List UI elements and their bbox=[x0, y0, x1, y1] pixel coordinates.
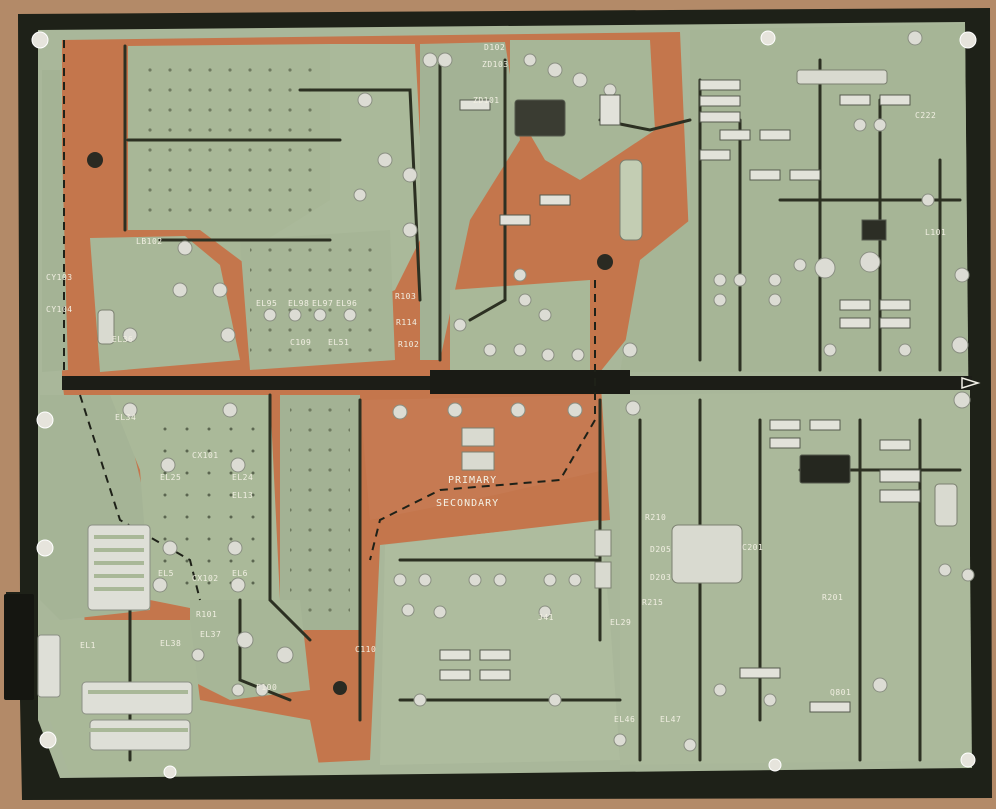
silkscreen-refdes: D102 ZD103 ZD101 LB102 CY103 CY104 EL36 … bbox=[46, 43, 946, 724]
heatsink-pads bbox=[97, 69, 958, 589]
connector-comb bbox=[88, 535, 188, 732]
refdes-label: EL98 bbox=[288, 299, 309, 308]
refdes-label: EL47 bbox=[660, 715, 681, 724]
refdes-label: EL97 bbox=[312, 299, 333, 308]
copper-pour bbox=[190, 600, 310, 700]
refdes-label: ZD101 bbox=[473, 96, 500, 105]
refdes-label: EL25 bbox=[160, 473, 181, 482]
refdes-label: EL6 bbox=[232, 569, 248, 578]
refdes-label: Q801 bbox=[830, 688, 851, 697]
refdes-label: CX101 bbox=[192, 451, 219, 460]
copper-pour-texture bbox=[290, 405, 350, 625]
copper-pour bbox=[380, 520, 620, 765]
silkscreen-primary-label: PRIMARY bbox=[448, 475, 497, 486]
copper-pour-texture bbox=[250, 245, 380, 355]
refdes-label: R102 bbox=[398, 340, 419, 349]
refdes-label: R210 bbox=[645, 513, 666, 522]
silkscreen-secondary-label: SECONDARY bbox=[436, 498, 499, 509]
refdes-label: C109 bbox=[290, 338, 311, 347]
refdes-label: R201 bbox=[822, 593, 843, 602]
refdes-label: ZD103 bbox=[482, 60, 509, 69]
edge-connector bbox=[4, 594, 34, 700]
refdes-label: C201 bbox=[742, 543, 763, 552]
refdes-label: EL36 bbox=[112, 335, 133, 344]
refdes-label: R103 bbox=[395, 292, 416, 301]
copper-pour bbox=[42, 70, 68, 372]
refdes-label: EL5 bbox=[158, 569, 174, 578]
solder-pads bbox=[122, 30, 975, 752]
refdes-label: EL1 bbox=[80, 641, 96, 650]
refdes-label: J41 bbox=[538, 613, 554, 622]
copper-pour bbox=[620, 390, 970, 765]
copper-pour bbox=[420, 42, 520, 360]
smd-components bbox=[439, 79, 921, 713]
direction-arrow bbox=[961, 376, 981, 390]
refdes-label: C110 bbox=[355, 645, 376, 654]
copper-pour-texture bbox=[150, 410, 260, 590]
isolation-boundary-line bbox=[63, 40, 596, 601]
refdes-label: EL95 bbox=[256, 299, 277, 308]
refdes-label: EL37 bbox=[200, 630, 221, 639]
refdes-label: D203 bbox=[650, 573, 671, 582]
copper-pour bbox=[510, 40, 655, 180]
refdes-label: LB102 bbox=[136, 237, 163, 246]
refdes-label: CX102 bbox=[192, 574, 219, 583]
refdes-label: EL13 bbox=[232, 491, 253, 500]
refdes-label: CY104 bbox=[46, 305, 73, 314]
refdes-label: EL34 bbox=[115, 413, 136, 422]
refdes-label: EL51 bbox=[328, 338, 349, 347]
refdes-label: EL24 bbox=[232, 473, 253, 482]
isolation-slot bbox=[430, 370, 630, 394]
refdes-label: EL46 bbox=[614, 715, 635, 724]
refdes-label: C222 bbox=[915, 111, 936, 120]
refdes-label: EL29 bbox=[610, 618, 631, 627]
refdes-label: EL96 bbox=[336, 299, 357, 308]
refdes-label: EL38 bbox=[160, 639, 181, 648]
refdes-label: D205 bbox=[650, 545, 671, 554]
refdes-label: R101 bbox=[196, 610, 217, 619]
refdes-label: R215 bbox=[642, 598, 663, 607]
refdes-label: CY103 bbox=[46, 273, 73, 282]
board-holes bbox=[87, 152, 613, 695]
refdes-label: L101 bbox=[925, 228, 946, 237]
mounting-holes bbox=[31, 30, 977, 779]
refdes-label: D102 bbox=[484, 43, 505, 52]
refdes-label: F100 bbox=[256, 683, 277, 692]
refdes-label: R114 bbox=[396, 318, 417, 327]
